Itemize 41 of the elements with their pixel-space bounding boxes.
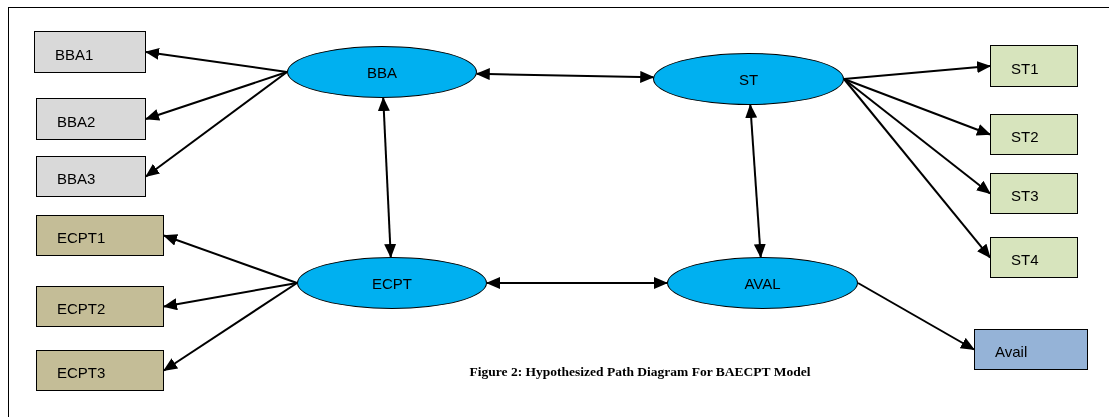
node-label: ST1: [1011, 59, 1039, 77]
indicator-box: [990, 114, 1078, 155]
arrow: [486, 277, 668, 289]
node-label: BBA1: [55, 45, 94, 63]
indicator-box: [36, 350, 164, 391]
node-label: Avail: [995, 343, 1028, 360]
arrow: [843, 78, 991, 136]
node-label: AVAL: [744, 274, 781, 292]
node-label: ECPT: [372, 274, 412, 292]
indicator-box: [36, 286, 164, 327]
arrow: [145, 71, 288, 121]
arrow: [843, 61, 991, 80]
node-label: BBA2: [57, 112, 96, 130]
node-label: BBA: [367, 63, 397, 81]
arrow: [745, 104, 766, 258]
figure-caption: Figure 2: Hypothesized Path Diagram For BAECPT Model: [468, 364, 812, 380]
indicator-box: [36, 156, 146, 197]
arrow: [163, 234, 298, 284]
arrow: [163, 282, 298, 311]
node-label: ECPT1: [57, 229, 106, 246]
indicator-box: [990, 45, 1078, 87]
indicator-box: [36, 215, 164, 256]
arrow: [843, 78, 991, 259]
node-label: ST2: [1011, 128, 1039, 145]
indicator-box: [974, 329, 1088, 370]
indicator-box: [34, 31, 146, 73]
arrow: [145, 71, 288, 178]
arrow: [857, 282, 975, 351]
indicator-box: [990, 237, 1078, 278]
arrow: [145, 47, 288, 73]
node-label: ST: [738, 70, 759, 88]
arrow: [475, 68, 655, 83]
arrow: [377, 97, 397, 258]
node-label: ECPT2: [57, 300, 106, 317]
node-label: ST4: [1011, 251, 1039, 268]
indicator-box: [990, 173, 1078, 214]
indicator-box: [36, 98, 146, 140]
node-label: ECPT3: [57, 364, 106, 381]
node-label: BBA3: [57, 170, 96, 187]
arrow: [163, 282, 298, 372]
node-label: ST3: [1011, 187, 1039, 204]
